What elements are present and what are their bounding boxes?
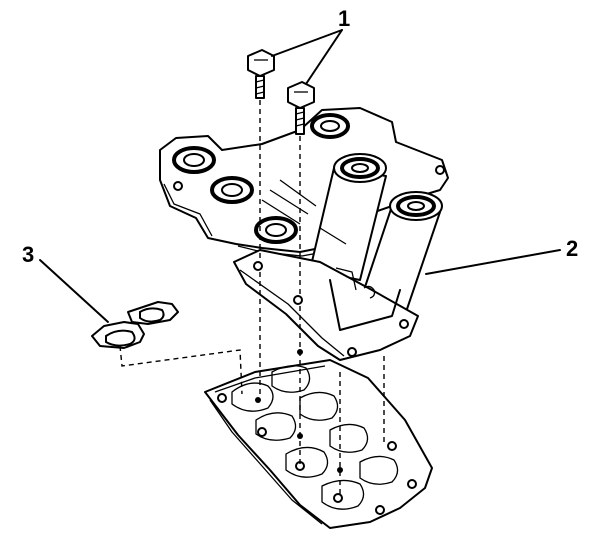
callout-1-label: 1 — [338, 6, 350, 31]
upper-intake-plenum — [159, 107, 449, 361]
lower-intake-manifold — [204, 349, 433, 529]
alignment-lines — [119, 100, 385, 498]
gaskets — [91, 301, 179, 349]
callout-leaders — [39, 29, 561, 323]
bolt-left — [247, 49, 275, 99]
bolts — [247, 49, 315, 135]
callout-2-label: 2 — [566, 236, 578, 261]
bolt-right — [287, 81, 315, 135]
callout-3-label: 3 — [22, 242, 34, 267]
